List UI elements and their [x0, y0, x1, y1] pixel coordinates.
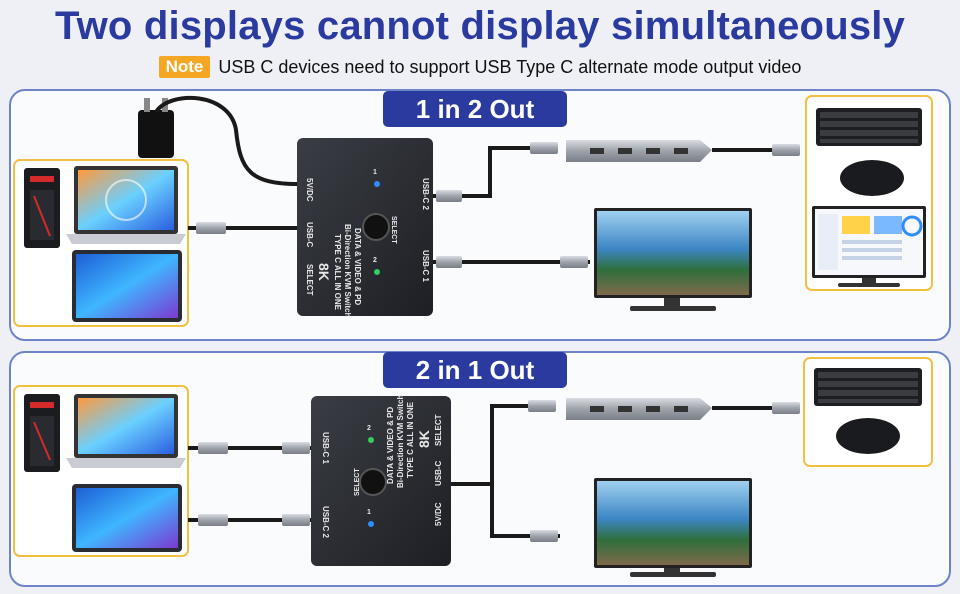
- tablet-icon: [72, 250, 182, 322]
- cable-out-hub: [451, 404, 540, 486]
- label-led2: 2: [367, 425, 371, 432]
- select-button-icon: [359, 468, 387, 496]
- laptop-icon: [66, 394, 186, 468]
- keyboard-icon: [814, 368, 922, 406]
- mouse-icon: [840, 160, 904, 196]
- cable-usb-c2-out: [433, 146, 540, 198]
- page-headline: Two displays cannot display simultaneous…: [54, 4, 906, 48]
- label-usb-c2: USB-C 2: [421, 178, 430, 211]
- laptop-icon: [66, 166, 186, 244]
- section-title-1-in-2-out: 1 in 2 Out: [383, 91, 567, 127]
- usb-c-plug-icon: [196, 222, 226, 234]
- label-resolution: 8K: [316, 263, 332, 281]
- led-1-icon: [374, 181, 380, 187]
- monitor-icon: [594, 208, 752, 311]
- cable-power: [154, 95, 299, 186]
- label-line3: DATA & VIDEO & PD: [353, 228, 362, 305]
- note-text: USB C devices need to support USB Type C…: [218, 56, 802, 77]
- mouse-icon: [836, 418, 900, 454]
- kvm-switch-top: 5V/DC USB-C SELECT 8K TYPE C ALL IN ONE …: [297, 138, 433, 317]
- label-select: SELECT: [305, 264, 314, 296]
- label-line2: Bi-Direction KVM Switch: [396, 395, 405, 488]
- usb-hub-icon: [566, 140, 712, 162]
- keyboard-icon: [816, 108, 922, 146]
- cable-out-monitor: [490, 484, 560, 538]
- usb-hub-icon: [566, 398, 712, 420]
- label-usb-c1: USB-C 1: [321, 432, 330, 465]
- power-adapter-icon: [138, 98, 174, 158]
- tablet-icon: [72, 484, 182, 552]
- label-usb-c2: USB-C 2: [321, 506, 330, 539]
- label-power: 5V/DC: [434, 502, 443, 526]
- label-line2: Bi-Direction KVM Switch: [343, 224, 352, 317]
- note-badge: Note: [158, 56, 211, 78]
- label-select-button: SELECT: [390, 216, 397, 244]
- led-1-icon: [368, 521, 374, 527]
- label-usb-c: USB-C: [305, 222, 314, 248]
- label-line3: DATA & VIDEO & PD: [386, 407, 395, 484]
- desktop-tower-icon: [24, 168, 60, 248]
- label-usb-c1: USB-C 1: [421, 250, 430, 283]
- label-line1: TYPE C ALL IN ONE: [333, 234, 342, 311]
- label-select: SELECT: [434, 414, 443, 446]
- led-2-icon: [368, 437, 374, 443]
- select-button-icon: [362, 213, 390, 241]
- label-select-button: SELECT: [354, 468, 361, 496]
- label-led1: 1: [373, 169, 377, 176]
- label-usb-c: USB-C: [434, 460, 443, 486]
- label-led1: 1: [367, 509, 371, 516]
- kvm-switch-bottom: USB-C 1 USB-C 2 5V/DC USB-C SELECT 8K TY…: [311, 395, 451, 566]
- label-line1: TYPE C ALL IN ONE: [406, 401, 415, 478]
- label-led2: 2: [373, 257, 377, 264]
- dashboard-monitor-icon: [812, 206, 926, 287]
- led-2-icon: [374, 269, 380, 275]
- monitor-icon: [594, 478, 752, 577]
- note-row: Note USB C devices need to support USB T…: [0, 56, 960, 78]
- label-resolution: 8K: [416, 430, 432, 448]
- section-title-2-in-1-out: 2 in 1 Out: [383, 352, 567, 388]
- desktop-tower-icon: [24, 394, 60, 472]
- label-power: 5V/DC: [305, 178, 314, 202]
